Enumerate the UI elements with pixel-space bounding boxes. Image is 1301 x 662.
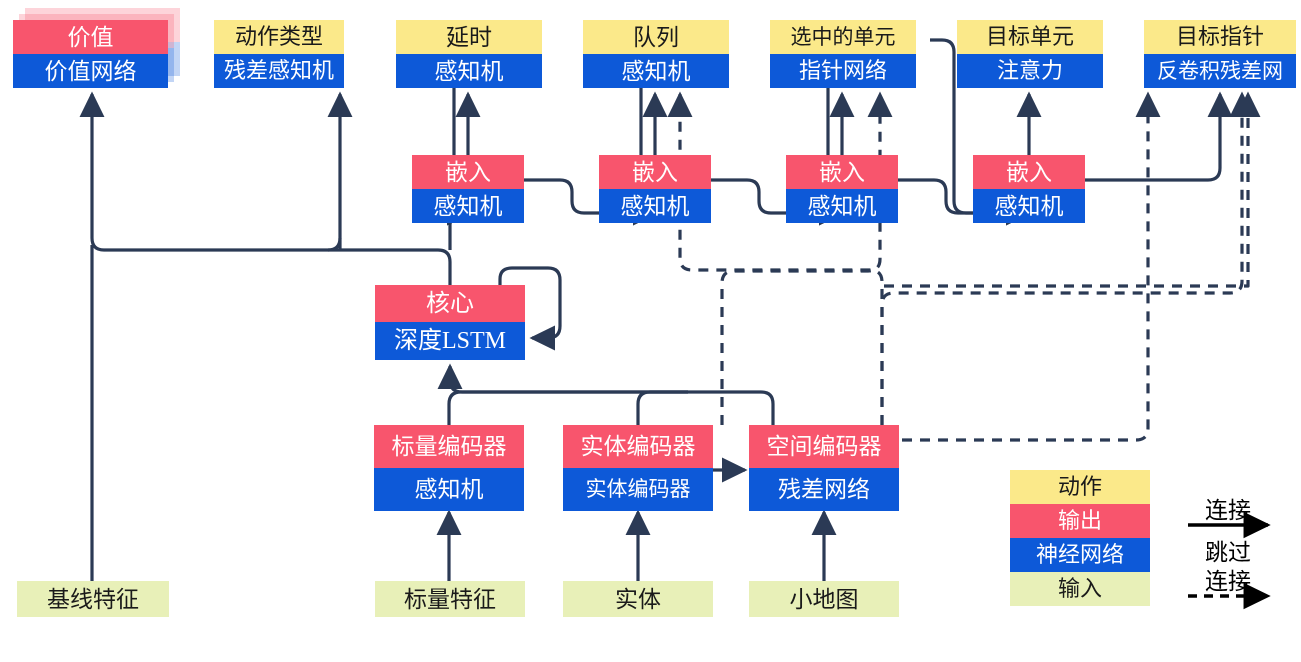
skip-entity-to-targetunit	[884, 91, 1161, 442]
output-body-target-unit: 注意力	[957, 54, 1103, 88]
skip-spatialenc-to-targetpointer	[880, 91, 1255, 425]
encoder-head-spatial: 空间编码器	[749, 425, 899, 468]
core-body: 深度LSTM	[375, 322, 525, 360]
legend-swatch-network: 神经网络	[1010, 538, 1150, 572]
wire-bus-corner-action	[327, 237, 342, 252]
core-head: 核心	[375, 285, 525, 322]
legend-swatch-action: 动作	[1010, 470, 1150, 504]
legend-skip-label-line2: 连接	[1205, 569, 1251, 594]
embedding-node-4[interactable]: 嵌入 感知机	[973, 155, 1085, 223]
embedding-node-1[interactable]: 嵌入 感知机	[412, 155, 524, 223]
encoder-head-scalar: 标量编码器	[374, 425, 524, 468]
output-head-target-point: 目标指针	[1144, 20, 1296, 54]
output-body-queue: 感知机	[583, 54, 729, 88]
output-node-queue[interactable]: 队列 感知机	[583, 20, 729, 88]
output-body-target-point: 反卷积残差网	[1144, 54, 1296, 88]
encoder-head-entity: 实体编码器	[563, 425, 713, 468]
embedding-body-2: 感知机	[599, 189, 711, 223]
wire-core-up	[437, 248, 452, 285]
output-body-value: 价值网络	[13, 54, 168, 88]
wire-spatial-enc-bus	[700, 390, 775, 425]
output-node-action-type[interactable]: 动作类型 残差感知机	[214, 20, 344, 88]
output-head-queue: 队列	[583, 20, 729, 54]
embedding-body-4: 感知机	[973, 189, 1085, 223]
wire-core-to-value	[79, 91, 438, 252]
wire-scalar-enc-bus	[447, 390, 688, 425]
embedding-body-1: 感知机	[412, 189, 524, 223]
encoder-node-entity[interactable]: 实体编码器 实体编码器	[563, 425, 713, 511]
core-node[interactable]: 核心 深度LSTM	[375, 285, 525, 360]
encoder-body-spatial: 残差网络	[749, 468, 899, 511]
skip-entityenc-to-selectedunits	[720, 91, 893, 425]
input-node-scalar-features[interactable]: 标量特征	[375, 581, 525, 617]
encoder-node-scalar[interactable]: 标量编码器 感知机	[374, 425, 524, 511]
wire-encoders-to-core	[437, 363, 700, 394]
output-node-target-unit[interactable]: 目标单元 注意力	[957, 20, 1103, 88]
legend-swatch-input: 输入	[1010, 572, 1150, 606]
legend-connect-label: 连接	[1205, 498, 1251, 523]
input-node-minimap[interactable]: 小地图	[749, 581, 899, 617]
embedding-node-3[interactable]: 嵌入 感知机	[786, 155, 898, 223]
embedding-node-2[interactable]: 嵌入 感知机	[599, 155, 711, 223]
legend-swatches: 动作 输出 神经网络 输入	[1010, 470, 1150, 606]
skip-spatial-to-selected	[667, 91, 884, 425]
embedding-head-3: 嵌入	[786, 155, 898, 189]
encoder-body-scalar: 感知机	[374, 468, 524, 511]
output-head-action-type: 动作类型	[214, 20, 344, 54]
output-body-delay: 感知机	[396, 54, 542, 88]
embedding-head-1: 嵌入	[412, 155, 524, 189]
legend-swatch-output: 输出	[1010, 504, 1150, 538]
output-node-selected-units[interactable]: 选中的单元 指针网络	[770, 20, 916, 88]
embedding-head-2: 嵌入	[599, 155, 711, 189]
output-body-selected-units: 指针网络	[770, 54, 916, 88]
output-node-value[interactable]: 价值 价值网络	[13, 20, 168, 88]
embedding-head-4: 嵌入	[973, 155, 1085, 189]
embedding-body-3: 感知机	[786, 189, 898, 223]
output-head-target-unit: 目标单元	[957, 20, 1103, 54]
wire-embed4-to-targetpointer	[1085, 91, 1233, 182]
encoder-node-spatial[interactable]: 空间编码器 残差网络	[749, 425, 899, 511]
output-body-action-type: 残差感知机	[214, 54, 344, 88]
legend-skip-label-line1: 跳过	[1205, 540, 1251, 565]
output-head-selected-units: 选中的单元	[770, 20, 916, 54]
encoder-body-entity: 实体编码器	[563, 468, 713, 511]
output-head-delay: 延时	[396, 20, 542, 54]
input-node-entities[interactable]: 实体	[563, 581, 713, 617]
output-node-target-point[interactable]: 目标指针 反卷积残差网	[1144, 20, 1296, 88]
output-node-delay[interactable]: 延时 感知机	[396, 20, 542, 88]
wire-entity-enc-bus	[636, 390, 688, 425]
input-node-baseline-features[interactable]: 基线特征	[17, 581, 169, 617]
output-head-value: 价值	[13, 20, 168, 54]
